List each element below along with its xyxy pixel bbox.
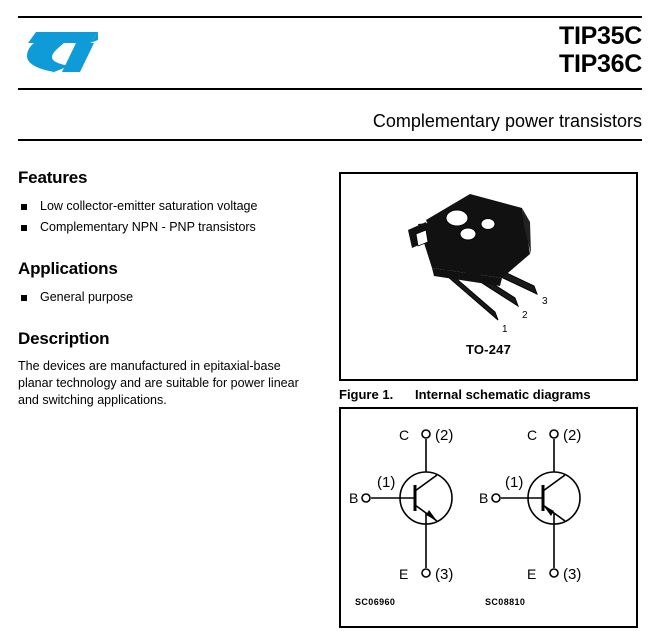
features-item-label: Complementary NPN - PNP transistors [40, 220, 256, 234]
page-subtitle: Complementary power transistors [372, 111, 642, 131]
header-rule-bottom [18, 139, 642, 141]
figure-caption: Figure 1. Internal schematic diagrams [339, 387, 591, 402]
description-text: The devices are manufactured in epitaxia… [18, 359, 299, 407]
header-rule-middle [18, 88, 642, 90]
square-bullet-icon [21, 295, 27, 301]
pnp-base-label: B [479, 490, 488, 506]
internal-schematic-drawings: C (2) B (1) E (3) SC06960 [341, 409, 636, 631]
square-bullet-icon [21, 225, 27, 231]
pnp-transistor-symbol [491, 429, 581, 578]
list-item: Complementary NPN - PNP transistors [18, 218, 318, 237]
header-block: TIP35C TIP36C [18, 22, 642, 84]
npn-emitter-pin: (3) [435, 566, 453, 583]
npn-base-pin: (1) [377, 474, 395, 491]
schematic-diagram-box: C (2) B (1) E (3) SC06960 [339, 407, 638, 628]
npn-reference-code: SC06960 [355, 597, 395, 607]
header-rule-top [18, 16, 642, 18]
pnp-emitter-arrow [543, 505, 554, 516]
part-number-1: TIP35C [559, 22, 642, 50]
applications-item-label: General purpose [40, 290, 134, 304]
part-numbers: TIP35C TIP36C [559, 22, 642, 78]
npn-transistor-symbol [361, 429, 453, 578]
st-logo [24, 26, 102, 78]
applications-list: General purpose [18, 288, 318, 307]
applications-heading: Applications [18, 259, 118, 278]
pnp-emitter-label: E [527, 566, 536, 582]
features-list: Low collector-emitter saturation voltage… [18, 197, 318, 237]
square-bullet-icon [21, 204, 27, 210]
package-name-label: TO-247 [465, 342, 512, 357]
package-image-box: 1 2 3 TO-247 [339, 172, 638, 381]
npn-collector-label: C [399, 427, 409, 443]
left-column: Features Low collector-emitter saturatio… [18, 168, 318, 409]
npn-base-label: B [349, 490, 358, 506]
pnp-collector-pin: (2) [563, 427, 581, 444]
pin-label-2: 2 [522, 310, 528, 321]
part-number-2: TIP36C [559, 50, 642, 78]
to247-package-drawing: 1 2 3 [374, 182, 604, 347]
pnp-base-pin: (1) [505, 474, 523, 491]
list-item: General purpose [18, 288, 318, 307]
features-heading: Features [18, 168, 88, 187]
npn-collector-pin: (2) [435, 427, 453, 444]
description-heading: Description [18, 329, 110, 348]
list-item: Low collector-emitter saturation voltage [18, 197, 318, 216]
npn-emitter-label: E [399, 566, 408, 582]
figure-number: Figure 1. [339, 387, 394, 402]
pnp-emitter-pin: (3) [563, 566, 581, 583]
npn-emitter-arrow [426, 510, 437, 521]
pin-label-3: 3 [542, 296, 548, 307]
features-item-label: Low collector-emitter saturation voltage [40, 199, 258, 213]
pnp-collector-label: C [527, 427, 537, 443]
pin-label-1: 1 [502, 324, 508, 335]
figure-title: Internal schematic diagrams [415, 387, 591, 402]
pnp-reference-code: SC08810 [485, 597, 525, 607]
